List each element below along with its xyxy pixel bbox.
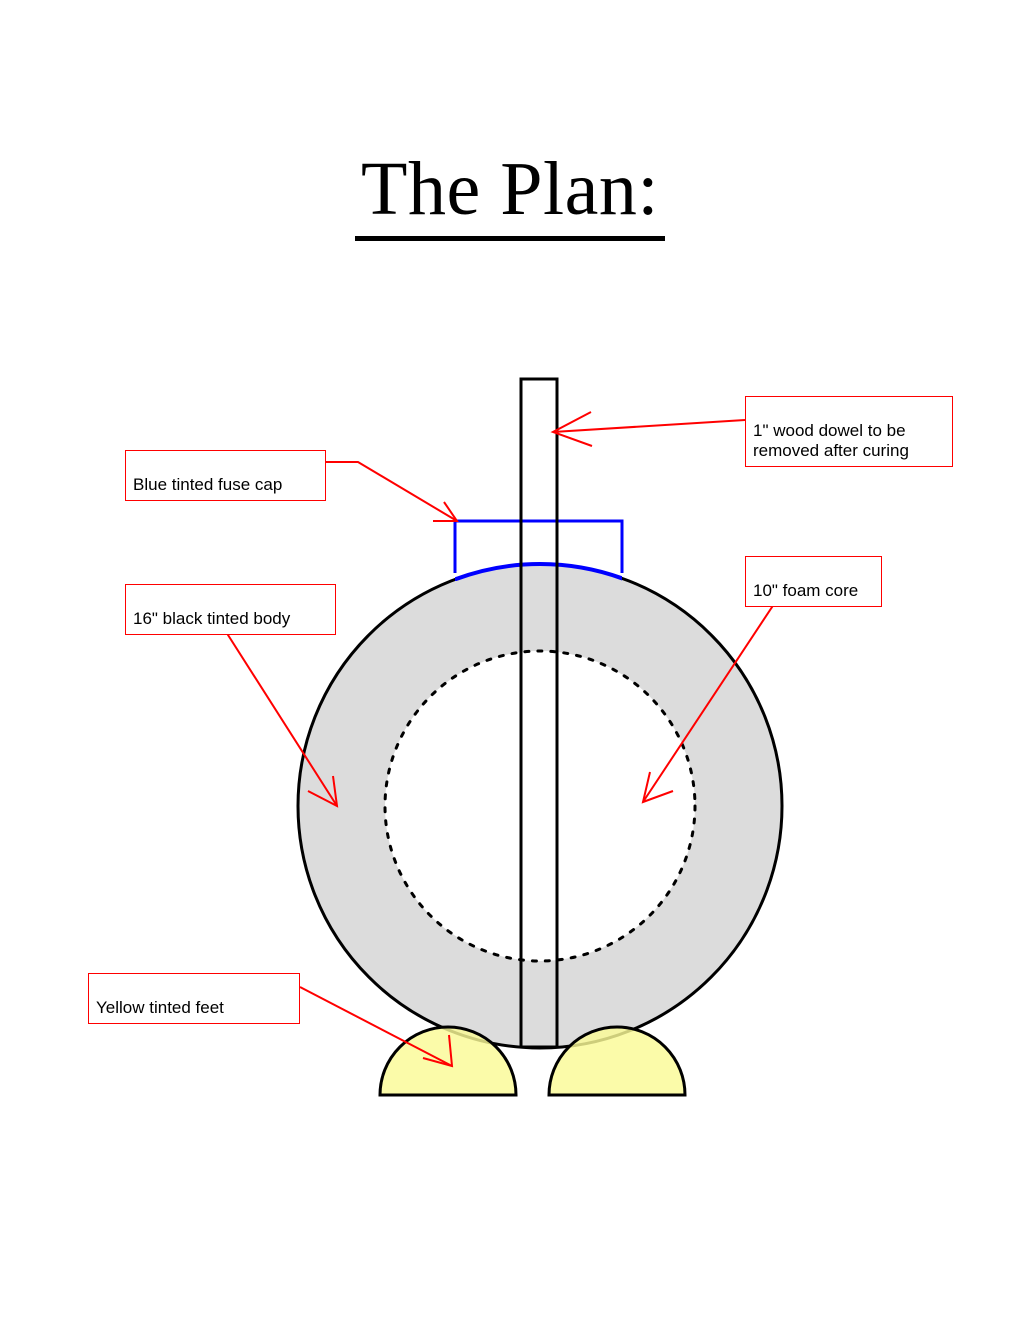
foot-left	[378, 1025, 518, 1097]
fuse-cap-outline	[453, 519, 624, 573]
wood-dowel	[519, 377, 559, 1049]
leader-dowel	[550, 411, 746, 447]
fuse-cap-arc	[455, 562, 622, 581]
callout-wood-dowel-label: 1" wood dowel to be removed after curing	[753, 421, 909, 460]
callout-black-tinted-body: 16" black tinted body	[125, 584, 336, 635]
leader-feet	[299, 986, 454, 1068]
callout-yellow-tinted-feet: Yellow tinted feet	[88, 973, 300, 1024]
leader-fuse-cap	[326, 461, 459, 522]
callout-fuse-cap: Blue tinted fuse cap	[125, 450, 326, 501]
page-title-text: The Plan:	[355, 149, 665, 241]
foam-core-circle	[383, 649, 697, 963]
callout-black-tinted-body-label: 16" black tinted body	[133, 609, 291, 628]
feet-group	[378, 1025, 687, 1097]
page-title: The Plan:	[0, 149, 1020, 241]
foot-right	[547, 1025, 687, 1097]
callout-yellow-tinted-feet-label: Yellow tinted feet	[96, 998, 224, 1017]
callout-fuse-cap-label: Blue tinted fuse cap	[133, 475, 283, 494]
callout-foam-core: 10" foam core	[745, 556, 882, 607]
callout-wood-dowel: 1" wood dowel to be removed after curing	[745, 396, 953, 467]
dowel-edges	[519, 377, 559, 1049]
callout-foam-core-label: 10" foam core	[753, 581, 859, 600]
fuse-cap-group	[453, 519, 624, 581]
